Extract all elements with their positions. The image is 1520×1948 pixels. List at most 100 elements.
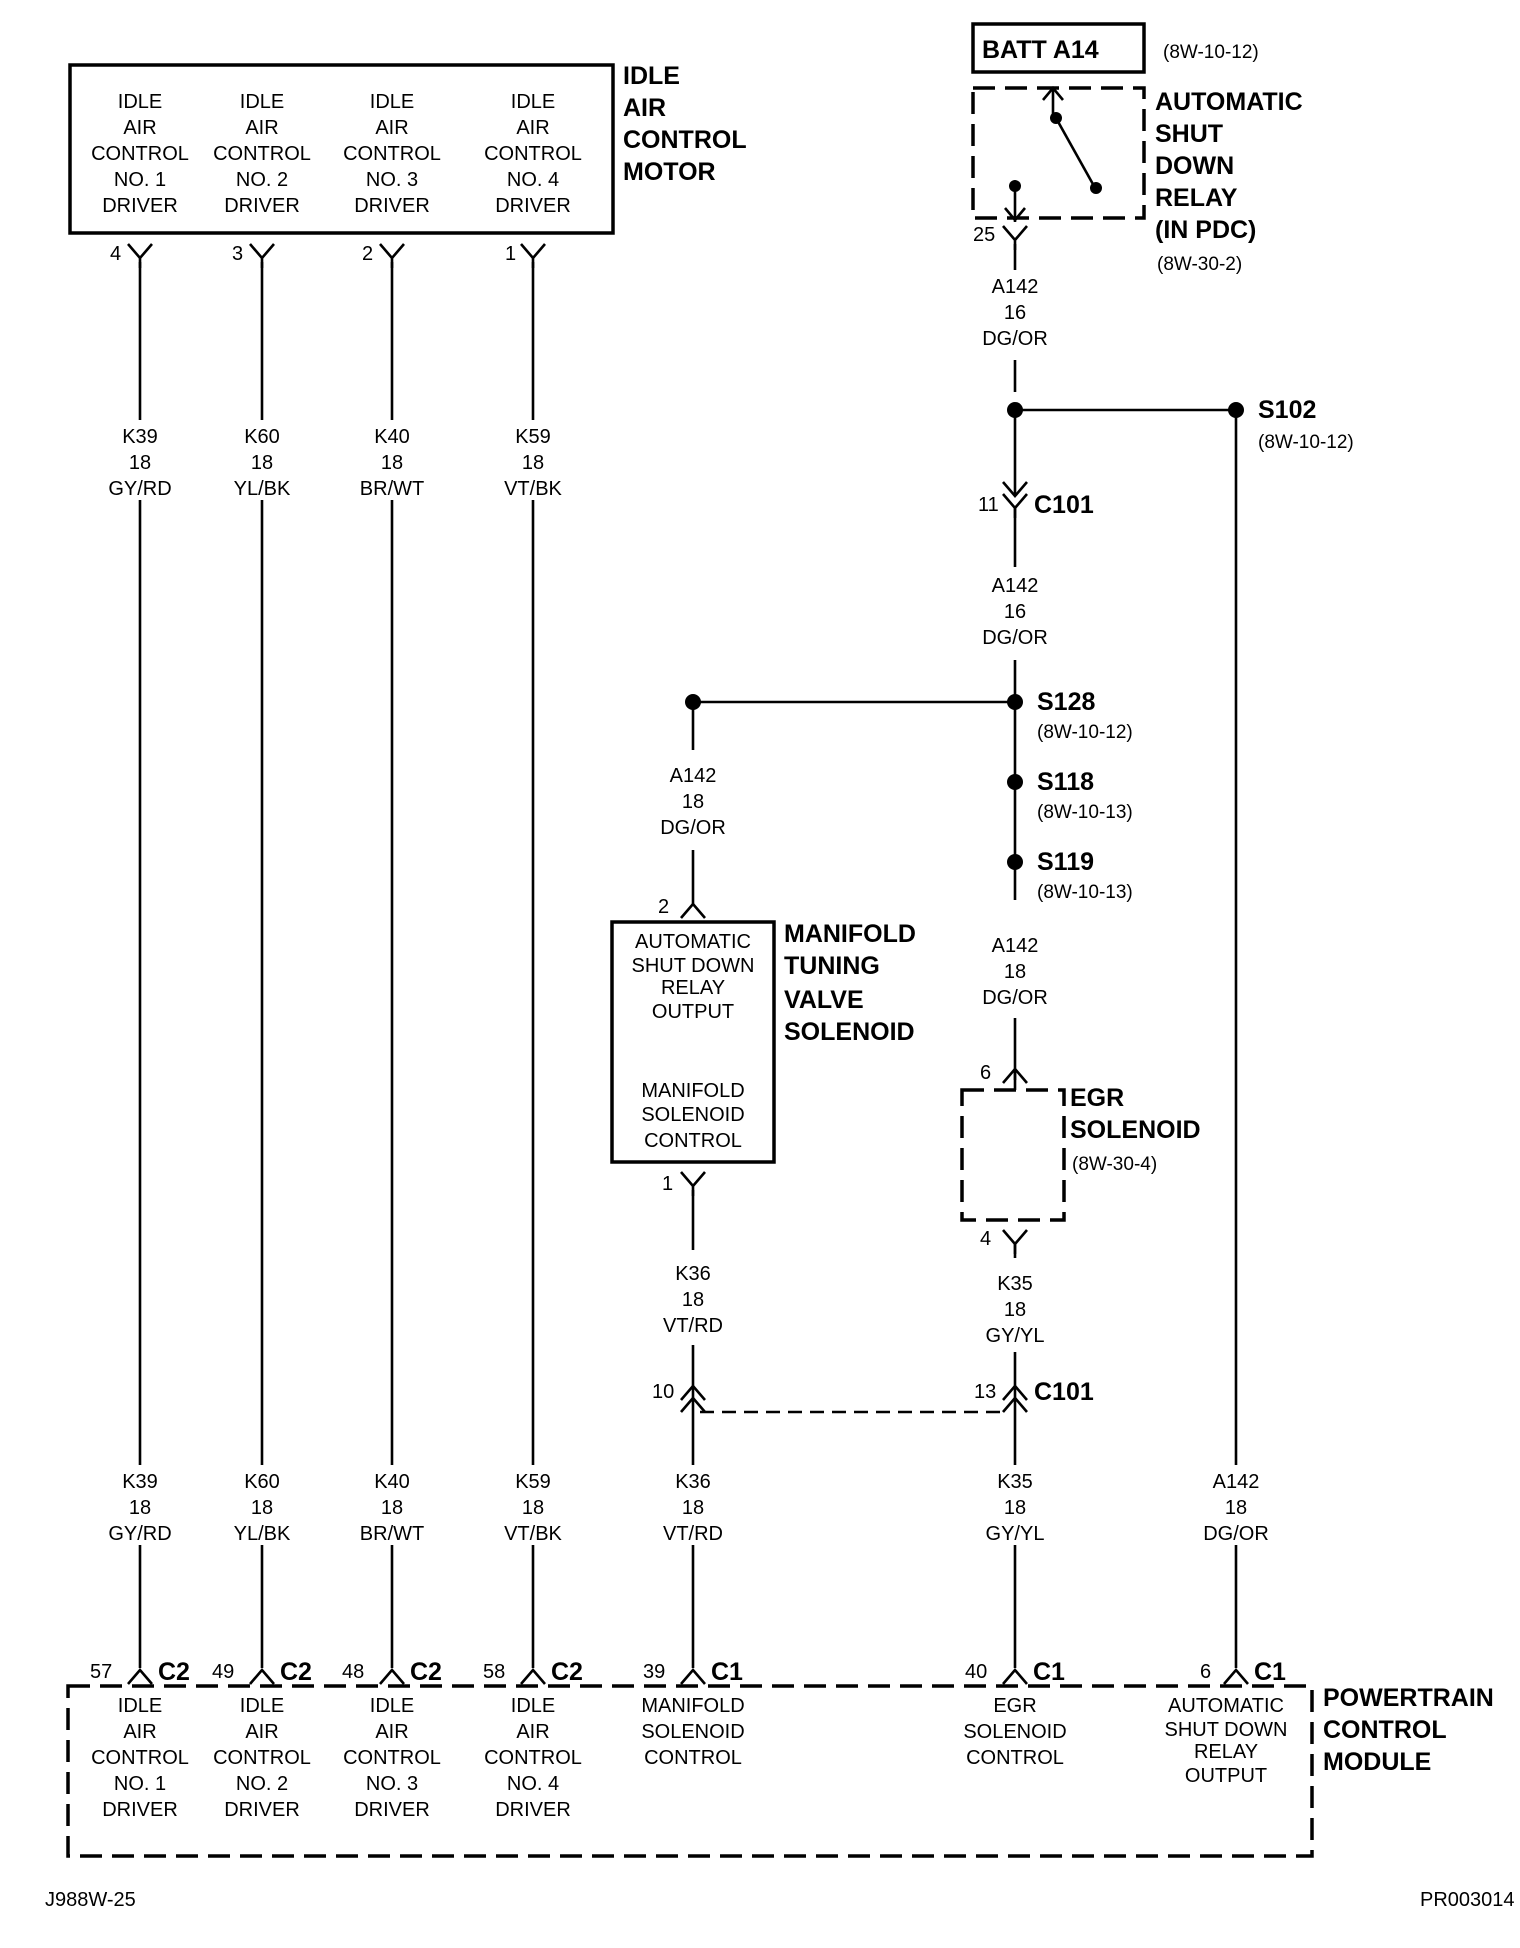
iac-motor-pin2-label: CONTROL [213,143,311,165]
wire-label: 18 [682,791,704,813]
wire-label: 18 [522,1497,544,1519]
wire-label: VT/BK [504,478,562,500]
wire-label: BR/WT [360,478,424,500]
s128-label: S128 [1037,688,1095,716]
pcm-pin-number: 49 [212,1661,234,1683]
iac-motor-title-4: MOTOR [623,158,716,186]
connector-symbol [127,1668,153,1685]
wire-label: GY/RD [108,478,171,500]
iac-motor-pin3-label: IDLE [370,91,414,113]
wire-label: K40 [374,426,410,448]
pcm-pin-label: CONTROL [644,1747,742,1769]
egr-pin-top: 6 [980,1062,991,1084]
iac-motor-pin4-label: CONTROL [484,143,582,165]
wire-label: K39 [122,1471,158,1493]
iac-wires: K39 18 GY/RD K60 18 YL/BK K40 18 BR/WT K… [108,243,563,1668]
connector-symbol [680,902,706,919]
pcm-pin-label: SHUT DOWN [1165,1719,1288,1741]
pcm-pin-number: 48 [342,1661,364,1683]
iac-motor-pin3-label: CONTROL [343,143,441,165]
asd-relay-title: SHUT [1155,120,1223,148]
connector-symbol [520,1668,546,1685]
wire-label: K35 [997,1273,1033,1295]
s118-label: S118 [1037,768,1094,796]
egr-box [960,1088,1066,1222]
pcm-pin-number: 57 [90,1661,112,1683]
wire-label: A142 [1213,1471,1260,1493]
a142-trunk: A142 16 DG/OR S102 (8W-10-12) 11 C101 A1… [978,244,1354,1080]
wire-label: K60 [244,1471,280,1493]
s119-splice [1007,854,1023,870]
pcm-pin-label: NO. 1 [114,1773,166,1795]
wire-label: DG/OR [982,328,1048,350]
c101-bottom-label: C101 [1034,1378,1094,1406]
pcm-pin-label: DRIVER [495,1799,571,1821]
wire-label: 18 [1004,1497,1026,1519]
c101-top-pin: 11 [978,494,999,516]
pcm-pin-label: MANIFOLD [641,1695,744,1717]
iac-motor-pin2-label: NO. 2 [236,169,288,191]
pcm-pin-number: 6 [1200,1661,1211,1683]
mtv-top-label: AUTOMATIC [635,931,751,953]
wire-label: YL/BK [234,478,291,500]
pcm-connector: C1 [1033,1658,1065,1686]
mtv-title: TUNING [784,952,880,980]
iac-motor-pin2-label: IDLE [240,91,284,113]
connector-symbol [379,1668,405,1685]
a142-s102-branch: A142 18 DG/OR [1203,410,1269,1668]
connector-symbol [1223,1668,1249,1685]
footer-right: PR003014 [1420,1889,1515,1911]
asd-relay-pin: 25 [973,224,995,246]
pcm-connector: C2 [158,1658,190,1686]
s128-ref: (8W-10-12) [1037,722,1133,743]
c101-bottom: 10 13 C101 [652,1378,1094,1414]
wire-label: DG/OR [982,627,1048,649]
pcm: POWERTRAIN CONTROL MODULE 57 49 48 58 39… [66,1658,1494,1858]
relay-contact [1004,207,1026,223]
wire-label: K35 [997,1471,1033,1493]
iac-motor-pin1-label: DRIVER [102,195,178,217]
pcm-pin-label: DRIVER [354,1799,430,1821]
wire-label: K59 [515,426,551,448]
wire-label: VT/RD [663,1315,723,1337]
pcm-pin-label: AIR [516,1721,549,1743]
iac-motor-pin-number: 3 [232,243,243,265]
egr-solenoid: 6 EGR SOLENOID (8W-30-4) 4 [960,1062,1201,1254]
batt-ref: (8W-10-12) [1163,42,1259,63]
wire-label: 18 [129,452,151,474]
pcm-pin-number: 39 [643,1661,665,1683]
pcm-pin-label: CONTROL [484,1747,582,1769]
wire-label: A142 [992,575,1039,597]
iac-motor: IDLE AIR CONTROL MOTOR IDLE AIR CONTROL … [68,62,747,265]
egr-title: SOLENOID [1070,1116,1201,1144]
connector-symbol [249,1668,275,1685]
mtv-title: SOLENOID [784,1018,915,1046]
pcm-pin-number: 40 [965,1661,987,1683]
wire-label: 18 [381,1497,403,1519]
pcm-pin-label: DRIVER [224,1799,300,1821]
mtv-title: MANIFOLD [784,920,916,948]
mtv-pin-top: 2 [658,896,669,918]
wire-label: VT/BK [504,1523,562,1545]
pcm-title: POWERTRAIN [1323,1684,1494,1712]
pcm-connector: C2 [410,1658,442,1686]
pcm-pin-label: SOLENOID [963,1721,1066,1743]
relay-contact [1090,182,1102,194]
iac-motor-pin1-label: CONTROL [91,143,189,165]
pcm-pin-label: CONTROL [966,1747,1064,1769]
pcm-pin-label: EGR [993,1695,1036,1717]
s102-ref: (8W-10-12) [1258,432,1354,453]
egr-pin-bottom: 4 [980,1228,991,1250]
pcm-pin-label: NO. 3 [366,1773,418,1795]
asd-relay-title: DOWN [1155,152,1234,180]
wire-label: K60 [244,426,280,448]
wire-label: 18 [381,452,403,474]
iac-motor-title-2: AIR [623,94,666,122]
s119-label: S119 [1037,848,1094,876]
mtv-top-label: OUTPUT [652,1001,734,1023]
mtv-box [610,920,776,1164]
c101-bottom-connector [680,1384,706,1413]
asd-relay-title: RELAY [1155,184,1238,212]
connector-symbol [680,1668,706,1685]
